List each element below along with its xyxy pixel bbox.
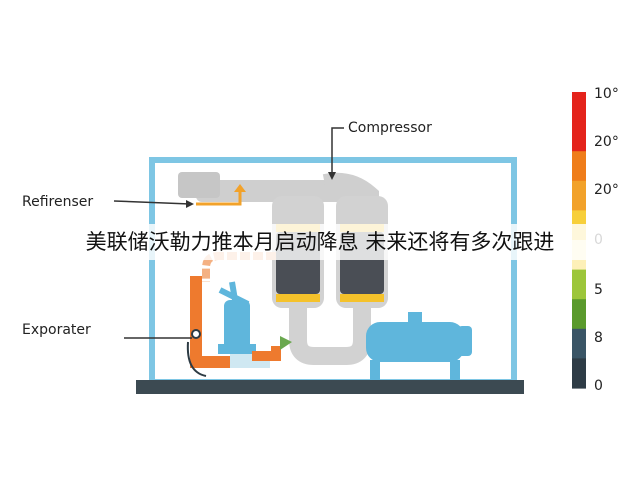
scale-tick-label: 5 [594,282,603,298]
motor-end [458,326,472,356]
news-headline-banner: 美联储沃勒力推本月启动降息 未来还将有多次跟进 [0,224,640,260]
refrigerant-callout-arrow [186,200,194,208]
scale-color-segment [572,180,586,211]
coil-band-bottom-left [276,294,320,302]
compressor-label: Compressor [348,120,432,136]
coil-band-bottom-right [340,294,384,302]
motor-leg-left [370,360,380,380]
evaporator-sensor [191,329,201,339]
refrigerant-flow-arrow-head [234,184,246,192]
motor-body [366,322,464,362]
scale-tick-label: 0 [594,378,603,394]
lower-u-pipe [289,306,371,365]
valve-base [218,344,256,354]
scale-tick-label: 8 [594,330,603,346]
motor-leg-right [450,360,460,380]
scale-tick-label: 10° [594,86,619,102]
scale-color-segment [572,269,586,300]
scale-color-segment [572,92,586,123]
refrigerant-label: Refirenser [22,194,93,210]
refrigerant-flow-arrow [196,188,242,206]
scale-color-segment [572,299,586,330]
compressor-callout-line [331,127,344,176]
evaporator-loop [186,341,207,377]
equipment-base [136,380,524,394]
scale-tick-label: 20° [594,182,619,198]
motor-top [408,312,422,324]
refrigerant-callout-line [113,200,191,205]
scale-tick-label: 20° [594,134,619,150]
refrigerant-pipe [190,276,232,368]
valve-body [224,300,250,352]
outlet-arrow [280,336,292,350]
scale-color-segment [572,151,586,182]
compressor-callout-arrow [328,172,336,180]
evaporator-label: Exporater [22,322,91,338]
scale-color-segment [572,358,586,389]
outlet-pipe [252,346,281,361]
pipe-end-cap [178,172,220,198]
scale-color-segment [572,328,586,359]
scale-color-segment [572,121,586,152]
compressor-inlet-curve [322,172,379,214]
